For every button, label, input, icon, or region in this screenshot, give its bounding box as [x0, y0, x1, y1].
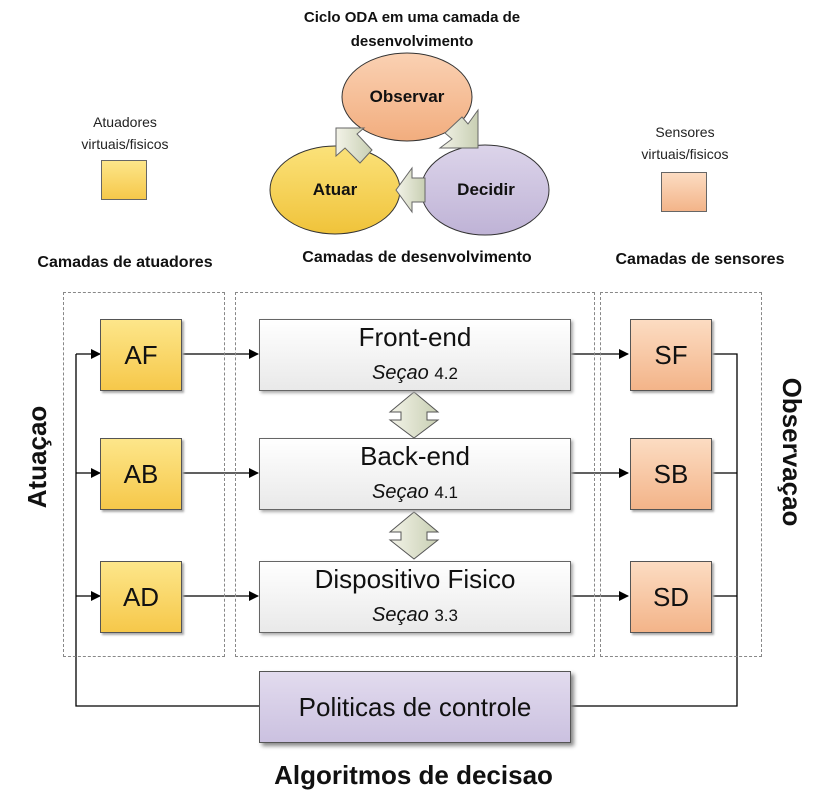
dev-layer-name: Back-end — [360, 441, 470, 471]
dev-layer-section: Seçao 4.2 — [260, 362, 570, 385]
actuator-layer-af: AF — [100, 319, 182, 391]
sensor-layers-title: Camadas de sensores — [615, 251, 785, 268]
section-word: Seçao — [372, 481, 429, 503]
dev-layers-title: Camadas de desenvolvimento — [302, 249, 532, 266]
section-number: 4.2 — [434, 364, 458, 383]
decide-label: Decidir — [457, 180, 515, 199]
section-word: Seçao — [372, 604, 429, 626]
dev-layer-section: Seçao 3.3 — [260, 604, 570, 627]
legend-actuators-label: Atuadores virtuais/fisicos — [81, 114, 169, 152]
arrow-act-to-observe — [335, 127, 373, 164]
decision-algorithms-title: Algoritmos de decisao — [274, 760, 553, 790]
dev-layer-section: Seçao 4.1 — [260, 481, 570, 504]
actuator-layers-title: Camadas de atuadores — [37, 254, 213, 271]
sensor-layer-sb: SB — [630, 438, 712, 510]
actuator-layer-ab: AB — [100, 438, 182, 510]
sensor-layer-sd: SD — [630, 561, 712, 633]
observe-label: Observar — [369, 87, 445, 106]
actuation-side-label: Atuaçao — [22, 405, 52, 509]
dev-layer-name: Dispositivo Fisico — [314, 564, 516, 594]
actuator-layer-ad: AD — [100, 561, 182, 633]
legend-sensors-label: Sensores virtuais/fisicos — [641, 124, 729, 162]
section-number: 4.1 — [434, 483, 458, 502]
section-number: 3.3 — [434, 606, 458, 625]
dev-layer-name: Front-end — [358, 322, 472, 352]
oda-cycle — [269, 52, 550, 236]
dev-layer-back-end: Back-end Seçao 4.1 — [259, 438, 571, 510]
sensor-layers-group — [600, 292, 762, 657]
dev-layers-group — [235, 292, 595, 657]
double-arrow-back-device — [388, 511, 440, 560]
observe-ellipse — [341, 52, 473, 142]
control-policies-box: Politicas de controle — [259, 671, 571, 743]
legend-actuators-swatch — [101, 160, 147, 200]
arrow-observe-to-decide — [438, 108, 479, 149]
arrow-decide-to-act — [395, 166, 426, 214]
oda-cycle-title: Ciclo ODA em uma camada de desenvolvimen… — [303, 9, 521, 50]
dev-layer-physical-device: Dispositivo Fisico Seçao 3.3 — [259, 561, 571, 633]
dev-layer-front-end: Front-end Seçao 4.2 — [259, 319, 571, 391]
act-label: Atuar — [312, 180, 358, 199]
actuator-layers-group — [63, 292, 225, 657]
section-word: Seçao — [372, 362, 429, 384]
sensor-layer-sf: SF — [630, 319, 712, 391]
legend-sensors-swatch — [661, 172, 707, 212]
observation-side-label: Observaçao — [777, 377, 807, 527]
